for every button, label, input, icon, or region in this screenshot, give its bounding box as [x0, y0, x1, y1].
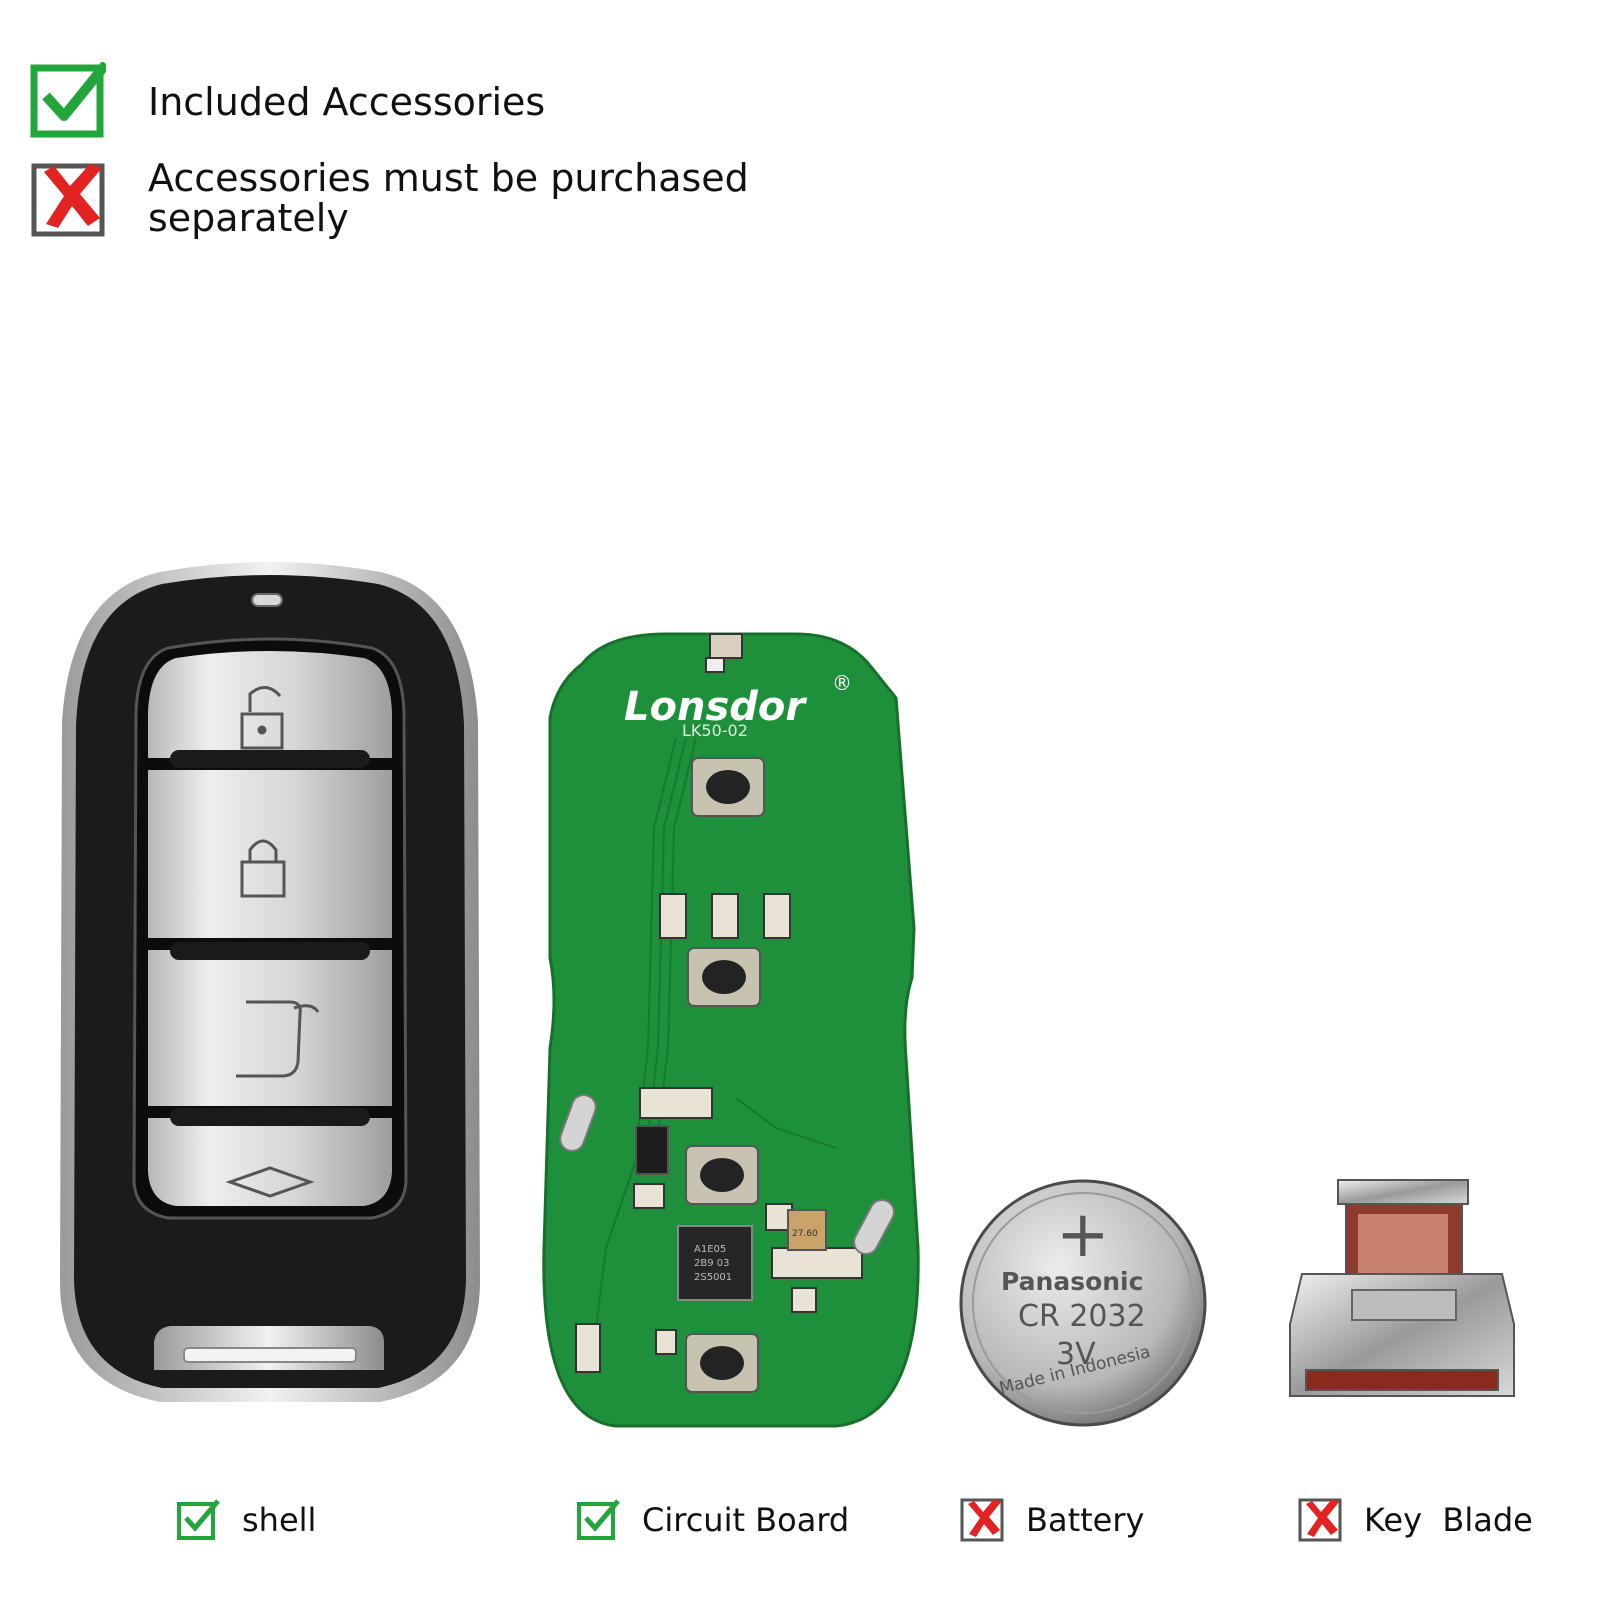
panic-diamond-icon [225, 1166, 315, 1198]
main-chip: A1E05 2B9 03 2S5001 [677, 1225, 753, 1301]
battery-voltage: 3V [1056, 1337, 1096, 1372]
svg-text:2S5001: 2S5001 [694, 1272, 732, 1283]
included-accessories-label: Included Accessories [148, 80, 546, 124]
red-cross-checkbox-icon [960, 1498, 1004, 1542]
caption-circuit-board: Circuit Board [576, 1498, 849, 1542]
item-label: Key Blade [1364, 1501, 1533, 1539]
battery-model: CR 2032 [1018, 1299, 1146, 1334]
svg-text:2B9 03: 2B9 03 [694, 1258, 730, 1269]
item-label: Battery [1026, 1501, 1145, 1539]
circuit-board-image: Lonsdor ® LK50-02 A1E05 2B [542, 632, 920, 1428]
caption-shell: shell [176, 1498, 316, 1542]
key-blade-image [1289, 1179, 1515, 1397]
lock-icon [240, 839, 286, 898]
svg-text:27.60: 27.60 [792, 1229, 818, 1239]
battery-image: + Panasonic CR 2032 3V Made in Indonesia [959, 1179, 1207, 1427]
tact-switch [691, 757, 765, 817]
caption-key-blade: Key Blade [1298, 1498, 1533, 1542]
tact-switch [687, 947, 761, 1007]
tact-switch [685, 1333, 759, 1393]
pcb-brand-logo: Lonsdor [624, 684, 807, 730]
tact-switch [685, 1145, 759, 1205]
green-checkbox-icon [577, 1499, 620, 1540]
smd-ic [635, 1125, 669, 1175]
green-checkbox-icon [30, 62, 106, 138]
battery-plus-symbol: + [1056, 1198, 1110, 1272]
battery-brand: Panasonic [1001, 1267, 1143, 1296]
battery-contact [559, 1094, 895, 1256]
key-shell-image [60, 562, 480, 1402]
trunk-icon [236, 1000, 320, 1078]
unlock-icon [240, 686, 284, 750]
legend-excluded: Accessories must be purchased separately [30, 158, 749, 238]
pcb-model-label: LK50-02 [682, 721, 748, 740]
green-checkbox-icon [177, 1499, 220, 1540]
red-cross-checkbox-icon [31, 163, 105, 237]
legend-included: Included Accessories [30, 62, 545, 138]
item-label: shell [242, 1501, 317, 1539]
smd-components [575, 893, 863, 1373]
svg-text:A1E05: A1E05 [694, 1244, 726, 1255]
crystal-oscillator: 27.60 [787, 1209, 827, 1251]
must-purchase-separately-label: Accessories must be purchased separately [148, 156, 749, 240]
registered-mark: ® [832, 671, 852, 695]
caption-battery: Battery [960, 1498, 1144, 1542]
red-cross-checkbox-icon [1298, 1498, 1342, 1542]
item-label: Circuit Board [642, 1501, 850, 1539]
